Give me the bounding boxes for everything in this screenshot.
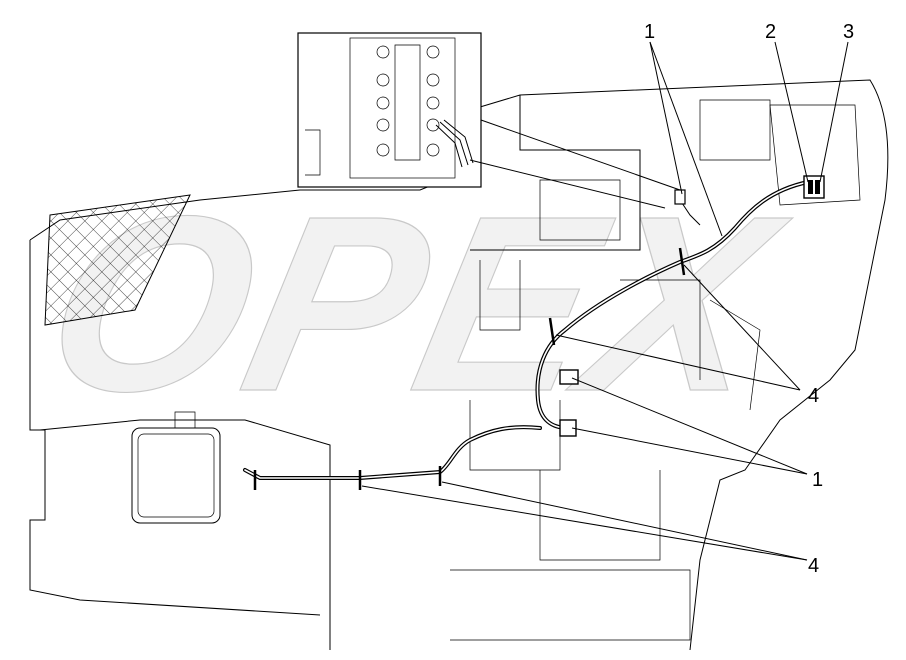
radiator-grille bbox=[44, 194, 191, 326]
callout-1-mid: 1 bbox=[812, 469, 823, 491]
cable-tie bbox=[678, 247, 686, 276]
inset-fuse-block bbox=[349, 37, 456, 179]
inset-projection-line bbox=[480, 119, 681, 191]
connector-socket bbox=[803, 175, 825, 199]
callout-4-bottom: 4 bbox=[808, 555, 819, 577]
harness-upper bbox=[535, 180, 810, 430]
leader-lines bbox=[361, 41, 849, 561]
reservoir-tank bbox=[131, 411, 221, 524]
cable-tie bbox=[548, 317, 556, 346]
callout-2: 2 bbox=[765, 21, 776, 43]
callout-1-top: 1 bbox=[644, 21, 655, 43]
harness-connector-top bbox=[674, 189, 686, 205]
inset-detail-view bbox=[297, 32, 482, 188]
harness-connector-mid bbox=[559, 369, 579, 385]
inset-wire-bundle bbox=[435, 119, 474, 168]
harness-connector-low bbox=[559, 419, 577, 437]
inset-projection-line bbox=[469, 159, 666, 209]
callout-4-mid: 4 bbox=[808, 385, 819, 407]
callout-3: 3 bbox=[843, 21, 854, 43]
